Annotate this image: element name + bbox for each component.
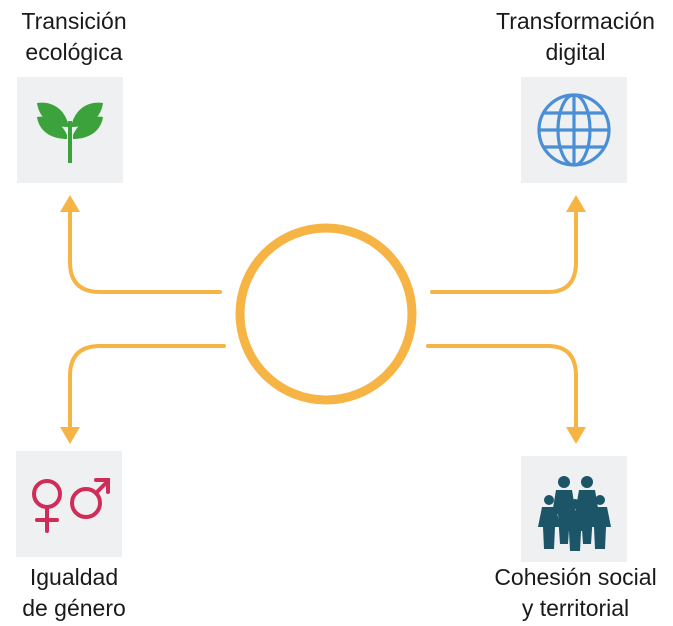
central-circle	[235, 223, 417, 405]
people-group-icon	[538, 476, 611, 551]
label-transicion-ecologica: Transición ecológica	[0, 6, 148, 68]
arrow-to-transicion-ecologica	[68, 204, 222, 294]
label-line: Cohesión social	[494, 564, 657, 590]
label-line: Igualdad	[29, 564, 119, 590]
gender-symbols-icon	[32, 478, 110, 533]
arrowhead-up-left	[60, 195, 80, 212]
label-igualdad-genero: Igualdad de género	[0, 562, 148, 624]
tile-transicion-ecologica	[17, 77, 123, 183]
label-line: ecológica	[25, 39, 123, 65]
arrow-to-transformacion-digital	[430, 204, 578, 294]
label-cohesion-social: Cohesión social y territorial	[478, 562, 673, 624]
label-line: digital	[545, 39, 606, 65]
arrowhead-down-left	[60, 427, 80, 444]
tile-cohesion-social	[521, 456, 627, 562]
tile-transformacion-digital	[521, 77, 627, 183]
plant-sprout-icon	[37, 102, 103, 163]
arrowhead-down-right	[566, 427, 586, 444]
label-line: y territorial	[521, 595, 630, 621]
arrow-to-igualdad-genero	[68, 344, 226, 434]
arrow-to-cohesion-social	[426, 344, 578, 434]
label-line: Transformación	[496, 8, 655, 34]
tile-igualdad-genero	[16, 451, 122, 557]
label-line: de género	[22, 595, 126, 621]
globe-icon	[537, 93, 611, 167]
label-line: Transición	[21, 8, 127, 34]
arrowhead-up-right	[566, 195, 586, 212]
label-transformacion-digital: Transformación digital	[478, 6, 673, 68]
